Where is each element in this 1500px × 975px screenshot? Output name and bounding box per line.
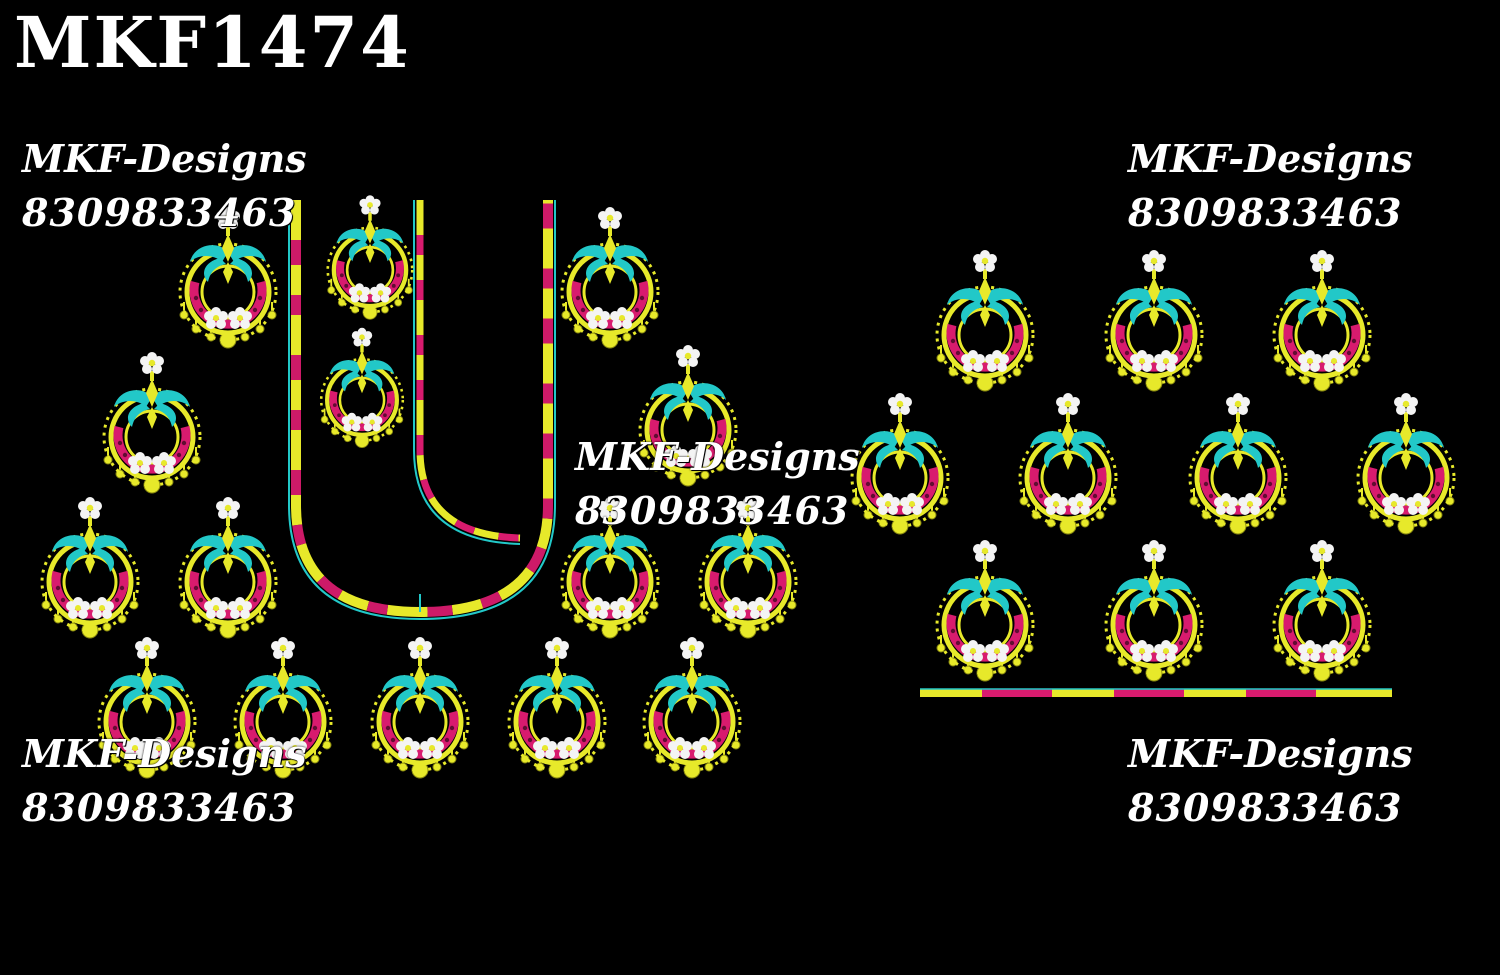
watermark-brand: MKF-Designs [1128, 731, 1413, 776]
watermark-phone: 8309833463 [1128, 190, 1403, 235]
watermark-phone: 8309833463 [1128, 785, 1403, 830]
watermark-center: MKF-Designs 8309833463 [575, 430, 860, 538]
watermark-brand: MKF-Designs [575, 434, 860, 479]
watermark-bottom-right: MKF-Designs 8309833463 [1128, 727, 1413, 835]
watermark-bottom-left: MKF-Designs 8309833463 [22, 727, 307, 835]
watermark-brand: MKF-Designs [22, 731, 307, 776]
design-code-title: MKF1474 [14, 1, 411, 84]
watermark-phone: 8309833463 [22, 785, 297, 830]
sleeve-border-line [920, 688, 1392, 697]
watermark-brand: MKF-Designs [22, 136, 307, 181]
watermark-brand: MKF-Designs [1128, 136, 1413, 181]
watermark-phone: 8309833463 [22, 190, 297, 235]
neckline-outline [288, 200, 556, 621]
watermark-top-left: MKF-Designs 8309833463 [22, 132, 307, 240]
watermark-top-right: MKF-Designs 8309833463 [1128, 132, 1413, 240]
watermark-phone: 8309833463 [575, 488, 850, 533]
sleeve-panel-motifs [852, 250, 1454, 681]
